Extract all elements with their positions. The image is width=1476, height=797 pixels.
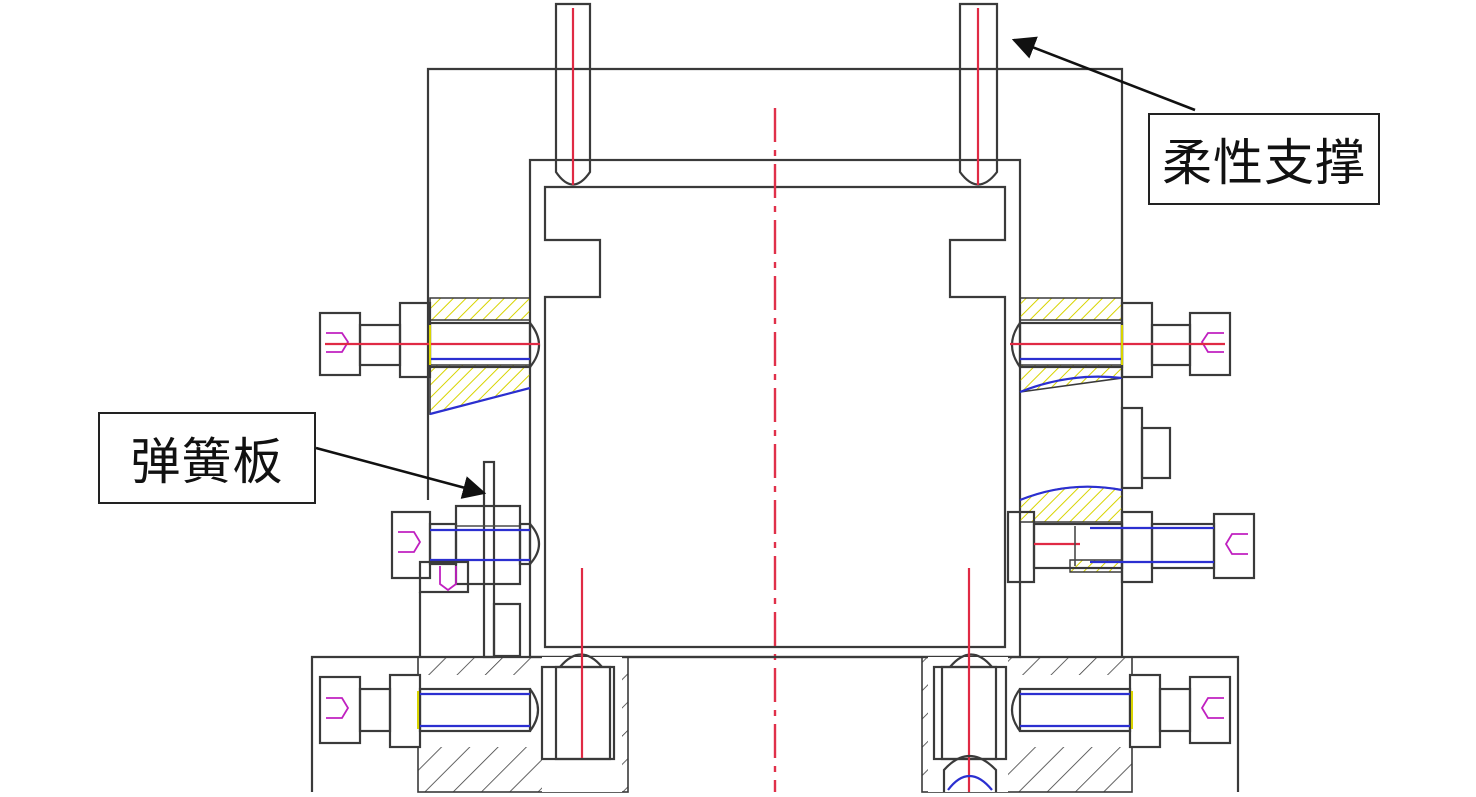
lower-right-bolt [1006, 510, 1256, 584]
upper-right-wedge [1019, 297, 1123, 394]
lower-left-bolt [390, 504, 541, 658]
base-pin-right [932, 568, 1008, 792]
lower-right-wedge [1019, 485, 1123, 573]
base-bolt-left [318, 673, 540, 749]
spring-plate-leader-arrow [315, 446, 487, 499]
base-pin-left [540, 568, 616, 761]
spring-plate-label-box: 弹簧板 [98, 412, 316, 504]
right-side-bracket [1120, 406, 1172, 490]
flexible-support-rod-left [554, 2, 592, 186]
upper-left-bolt [318, 301, 541, 379]
flexible-support-rod-right [958, 2, 999, 186]
flexible-support-label-box: 柔性支撑 [1148, 113, 1380, 205]
flexible-support-label: 柔性支撑 [1162, 134, 1366, 192]
upper-left-wedge [429, 297, 531, 416]
spring-plate-label: 弹簧板 [130, 433, 284, 491]
flexible-support-leader-arrow [1011, 36, 1196, 112]
base-bolt-right [1010, 673, 1232, 749]
upper-right-bolt [1010, 301, 1232, 379]
